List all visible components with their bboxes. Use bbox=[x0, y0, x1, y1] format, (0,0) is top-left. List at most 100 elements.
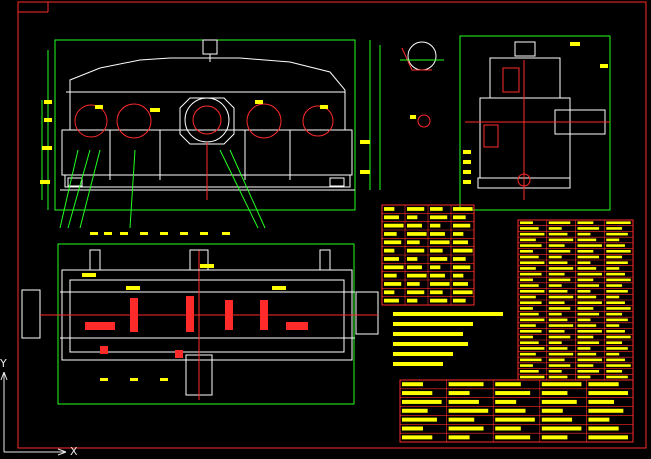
table-cell-text bbox=[548, 255, 562, 259]
table-cell-text bbox=[606, 255, 623, 259]
table-cell-text bbox=[548, 272, 565, 276]
table-cell-text bbox=[577, 307, 594, 310]
table-cell-text bbox=[606, 312, 623, 316]
table-cell-text bbox=[541, 382, 582, 387]
table-cell-text bbox=[402, 399, 442, 404]
table-cell-text bbox=[588, 382, 619, 387]
table-cell-text bbox=[430, 273, 445, 278]
table-cell-text bbox=[541, 391, 568, 396]
table-cell-text bbox=[407, 282, 420, 286]
table-cell-text bbox=[606, 370, 623, 373]
table-cell-text bbox=[453, 257, 466, 261]
table-cell-text bbox=[606, 318, 628, 322]
table-cell-text bbox=[520, 267, 536, 270]
table-cell-text bbox=[520, 341, 539, 344]
table-cell-text bbox=[520, 364, 533, 367]
table-cell-text bbox=[430, 223, 441, 228]
table-cell-text bbox=[402, 426, 423, 431]
table-cell-text bbox=[606, 295, 620, 299]
table-cell-text bbox=[430, 265, 441, 270]
table-cell-text bbox=[402, 417, 437, 422]
table-cell-text bbox=[548, 335, 571, 339]
table-cell-text bbox=[606, 284, 623, 287]
technical-table bbox=[381, 204, 475, 306]
table-cell-text bbox=[520, 295, 536, 299]
table-cell-text bbox=[407, 215, 418, 220]
table-cell-text bbox=[407, 240, 420, 245]
table-cell-text bbox=[606, 250, 631, 253]
table-cell-text bbox=[453, 273, 464, 278]
table-cell-text bbox=[606, 364, 631, 367]
table-cell-text bbox=[548, 364, 571, 367]
table-cell-text bbox=[548, 330, 565, 333]
table-cell-text bbox=[577, 352, 597, 356]
table-cell-text bbox=[577, 341, 600, 344]
table-cell-text bbox=[606, 261, 628, 264]
table-cell-text bbox=[548, 375, 568, 379]
table-cell-text bbox=[606, 272, 625, 276]
front-elevation-labels bbox=[40, 100, 370, 184]
table-cell-text bbox=[453, 240, 468, 245]
table-cell-text bbox=[606, 267, 620, 270]
table-cell-text bbox=[430, 257, 448, 261]
plan-view-gears bbox=[85, 296, 308, 358]
table-cell-text bbox=[384, 282, 402, 286]
table-cell-text bbox=[577, 238, 597, 242]
table-cell-text bbox=[402, 382, 423, 387]
table-cell-text bbox=[402, 435, 433, 440]
table-cell-text bbox=[548, 318, 568, 322]
table-cell-text bbox=[548, 290, 568, 293]
end-elevation-labels bbox=[463, 42, 608, 184]
table-cell-text bbox=[606, 358, 625, 362]
table-cell-text bbox=[448, 399, 479, 404]
table-cell-text bbox=[520, 352, 536, 356]
table-cell-text bbox=[520, 221, 533, 224]
table-cell-text bbox=[548, 324, 574, 327]
table-cell-text bbox=[407, 273, 427, 278]
table-cell-text bbox=[548, 278, 571, 282]
table-cell-text bbox=[384, 215, 399, 220]
table-cell-text bbox=[453, 232, 464, 236]
table-cell-text bbox=[453, 223, 471, 228]
table-cell-text bbox=[520, 330, 542, 333]
table-cell-text bbox=[520, 358, 542, 362]
drawing-frame bbox=[17, 1, 647, 449]
table-cell-text bbox=[577, 375, 591, 379]
table-cell-text bbox=[541, 408, 563, 413]
table-cell-text bbox=[577, 272, 602, 276]
table-cell-text bbox=[495, 391, 531, 396]
table-cell-text bbox=[384, 223, 404, 228]
table-cell-text bbox=[606, 330, 625, 333]
table-cell-text bbox=[407, 232, 427, 236]
table-cell-text bbox=[577, 250, 594, 253]
table-cell-text bbox=[430, 290, 443, 295]
table-cell-text bbox=[606, 278, 631, 282]
table-cell-text bbox=[548, 347, 568, 350]
table-cell-text bbox=[548, 221, 571, 224]
table-cell-text bbox=[520, 278, 533, 282]
table-cell-text bbox=[520, 272, 542, 276]
table-cell-text bbox=[520, 238, 536, 242]
table-cell-text bbox=[520, 284, 539, 287]
table-cell-text bbox=[384, 232, 397, 236]
table-cell-text bbox=[606, 290, 628, 293]
table-cell-text bbox=[548, 261, 568, 264]
table-cell-text bbox=[495, 382, 521, 387]
table-cell-text bbox=[407, 257, 418, 261]
table-cell-text bbox=[606, 232, 628, 236]
table-cell-text bbox=[520, 250, 533, 253]
table-cell-text bbox=[577, 312, 600, 316]
table-cell-text bbox=[384, 265, 404, 270]
table-cell-text bbox=[588, 426, 619, 431]
table-cell-text bbox=[384, 298, 399, 303]
table-cell-text bbox=[407, 265, 422, 270]
table-cell-text bbox=[520, 261, 545, 264]
table-cell-text bbox=[402, 408, 428, 413]
ucs-y-label: Y bbox=[0, 357, 7, 370]
table-cell-text bbox=[520, 370, 539, 373]
table-cell-text bbox=[453, 265, 471, 270]
table-cell-text bbox=[407, 223, 422, 228]
table-cell-text bbox=[577, 318, 591, 322]
table-cell-text bbox=[407, 248, 425, 253]
table-cell-text bbox=[548, 244, 565, 247]
